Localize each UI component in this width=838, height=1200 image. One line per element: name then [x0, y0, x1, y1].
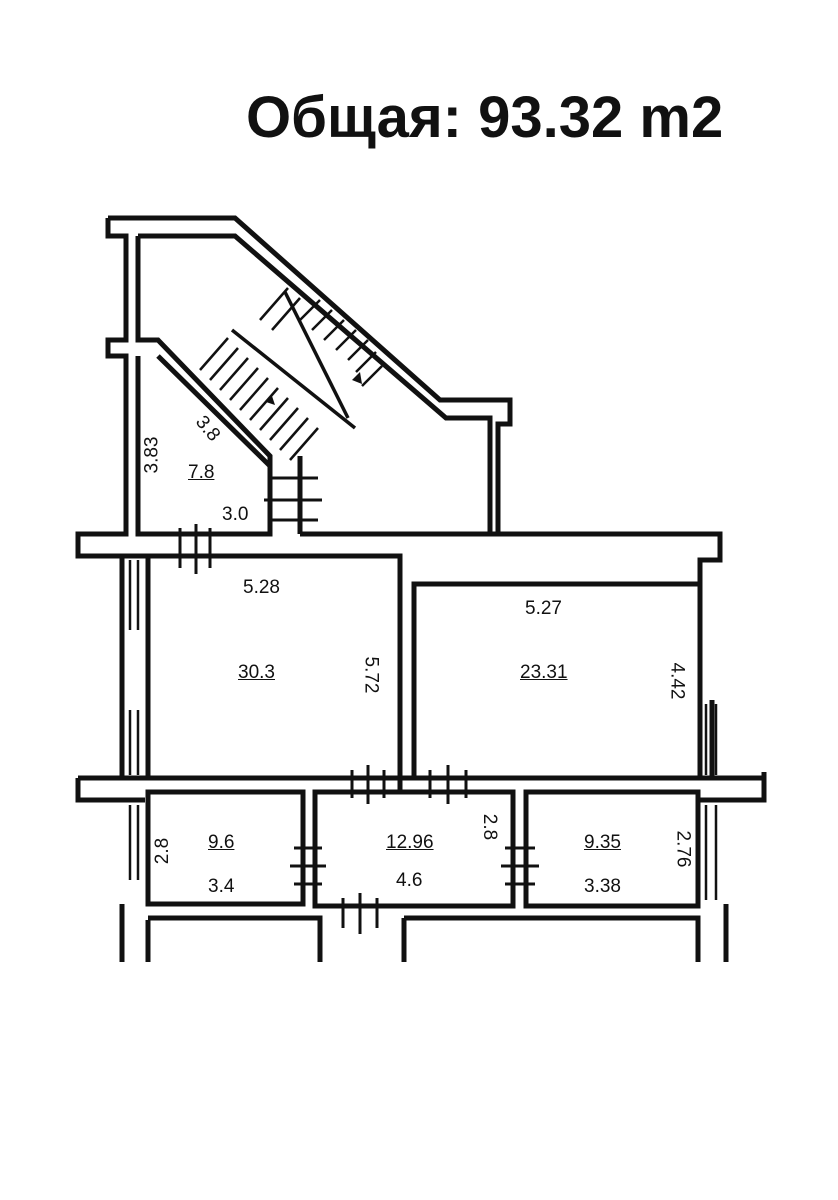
dim-room5-width: 3.38	[584, 876, 621, 897]
staircase-icon	[199, 287, 383, 461]
dim-room1-width: 5.28	[243, 577, 280, 598]
area-stair-hall: 7.8	[188, 462, 215, 483]
area-room1: 30.3	[238, 662, 275, 683]
dim-room2-width: 5.27	[525, 598, 562, 619]
dim-room4-width: 4.6	[396, 870, 423, 891]
dim-room4-height: 2.8	[479, 813, 501, 841]
area-room4: 12.96	[386, 832, 434, 853]
area-room2: 23.31	[520, 662, 568, 683]
total-area-title: Общая: 93.32 m2	[246, 85, 724, 150]
dim-room2-height: 4.42	[666, 662, 688, 700]
door-icons	[178, 476, 539, 934]
window-icons	[128, 560, 718, 900]
area-room5: 9.35	[584, 832, 621, 853]
dim-room1-height: 5.72	[360, 656, 382, 694]
dim-room5-height: 2.76	[672, 830, 694, 868]
area-room3: 9.6	[208, 832, 235, 853]
dim-room3-width: 3.4	[208, 876, 235, 897]
dim-stair-hall-width: 3.0	[222, 504, 249, 525]
dim-stair-hall-height: 3.83	[141, 436, 163, 474]
dim-room3-height: 2.8	[152, 837, 174, 865]
stair-block-walls	[75, 215, 513, 559]
middle-walls	[75, 531, 767, 803]
